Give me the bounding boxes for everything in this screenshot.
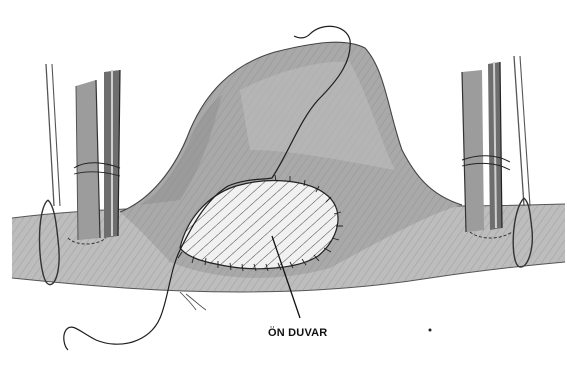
anterior-wall-label: ÖN DUVAR (268, 326, 327, 339)
ink-dot (429, 329, 432, 332)
